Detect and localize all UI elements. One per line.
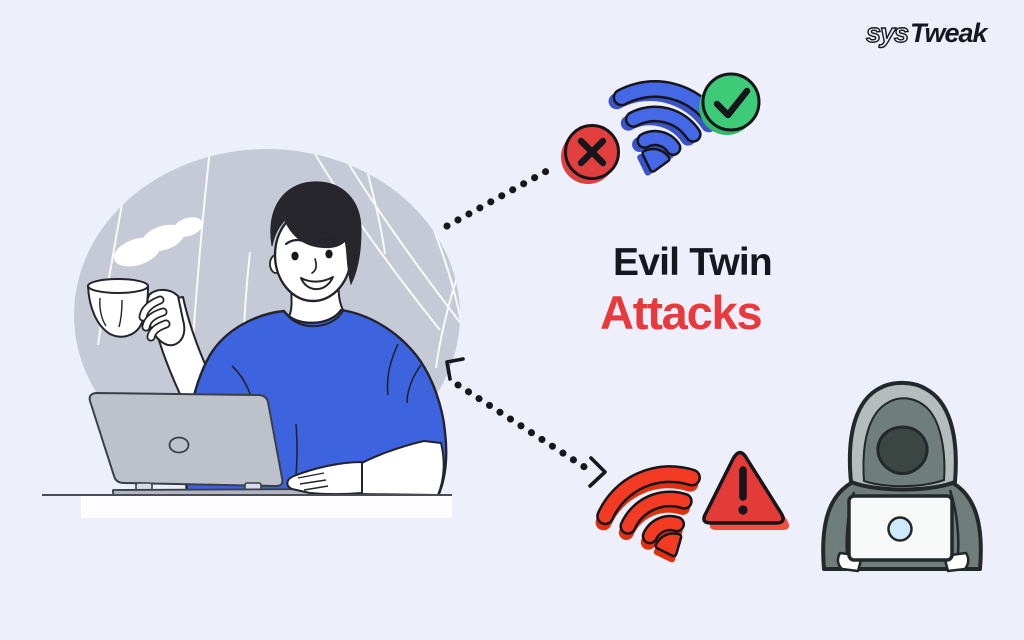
steam [113, 217, 203, 358]
corner-bracket-icon [445, 357, 465, 381]
desk [42, 494, 452, 518]
smile [300, 276, 334, 291]
left-eye [291, 251, 299, 261]
user-at-laptop-illustration [42, 149, 460, 518]
x-badge-icon [561, 124, 620, 184]
arrowhead-icon [588, 456, 607, 488]
connector-to-genuine-wifi [443, 163, 558, 230]
connector-to-evil-wifi [445, 357, 607, 488]
title-line-1: Evil Twin [613, 241, 773, 284]
title-line-2: Attacks [600, 286, 763, 339]
page-title: Evil Twin Attacks [600, 241, 773, 339]
coffee-cup [86, 278, 171, 342]
fingers [138, 295, 171, 342]
evil-wifi-icon [595, 450, 790, 563]
warning-triangle-icon [702, 450, 790, 530]
user-head [269, 181, 362, 303]
check-badge-icon [699, 72, 761, 135]
hooded-hacker-icon [821, 380, 983, 573]
brand-prefix: sys [866, 18, 909, 48]
user-right-arm [286, 440, 445, 496]
user-hair [270, 181, 362, 286]
laptop-logo [168, 436, 190, 454]
brand-suffix: Tweak [910, 18, 990, 48]
hacker-face [876, 425, 929, 475]
hacker-laptop-logo [887, 516, 913, 542]
right-eye [325, 249, 333, 259]
hacker-laptop [847, 494, 954, 562]
genuine-wifi-icon [561, 72, 761, 184]
brand-logo: sys Tweak [865, 17, 990, 48]
